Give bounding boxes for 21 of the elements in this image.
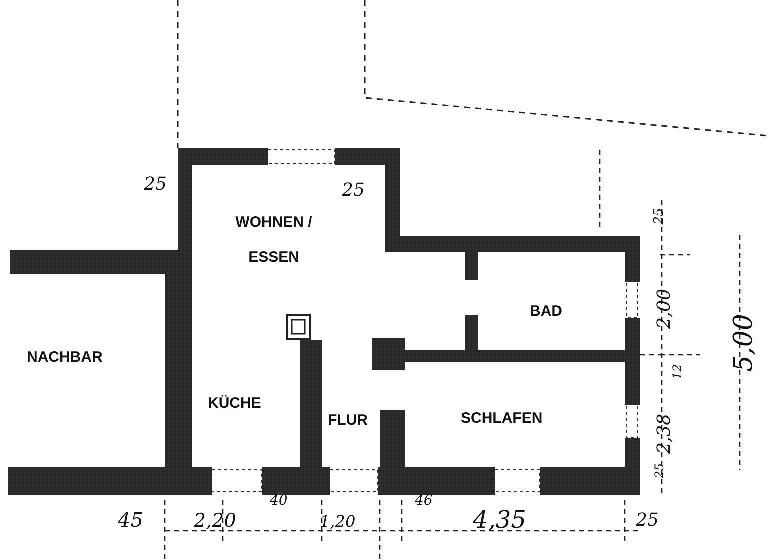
dimension-label: 25: [342, 182, 365, 200]
dimension-label: 2,20: [194, 512, 236, 531]
room-label: FLUR: [328, 411, 368, 431]
dimension-label: 2,38: [656, 414, 674, 454]
dimension-label: 12: [672, 364, 684, 380]
dimension-label: 46: [415, 494, 433, 508]
room-label: NACHBAR: [27, 348, 103, 368]
dimension-label: 25: [144, 176, 167, 194]
dimension-label: 45: [118, 510, 144, 530]
dimension-label: 2,00: [656, 288, 674, 330]
dimension-label: 25: [636, 512, 659, 530]
dimension-label: 40: [270, 494, 288, 508]
room-label: KÜCHE: [208, 394, 262, 414]
dimension-label: 4,35: [473, 508, 526, 532]
room-label: WOHNEN / ESSEN: [234, 213, 314, 268]
dimension-label: 5,00: [730, 314, 757, 372]
dimension-label: 1,20: [320, 514, 356, 530]
room-label: SCHLAFEN: [461, 409, 543, 429]
dimension-label: 25: [652, 208, 666, 225]
room-label: BAD: [530, 302, 562, 322]
dimension-label: 25: [654, 463, 666, 479]
